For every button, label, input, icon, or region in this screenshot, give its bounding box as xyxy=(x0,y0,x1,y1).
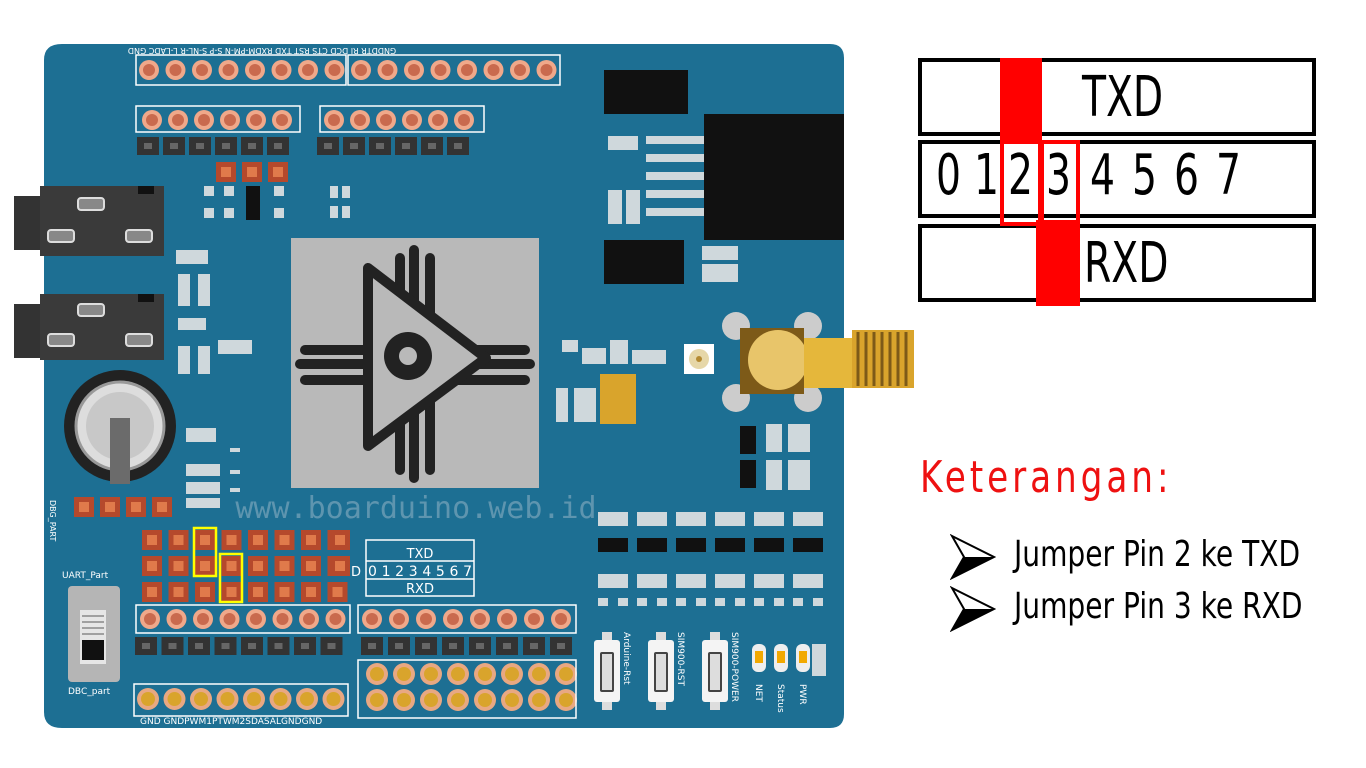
power-header-box xyxy=(133,683,349,717)
pin-0: 0 xyxy=(936,143,961,208)
battery-holder xyxy=(64,370,176,484)
smd-diode xyxy=(598,538,628,552)
black-smd xyxy=(246,186,260,220)
header-row-left xyxy=(135,105,301,133)
pin-5: 5 xyxy=(1132,143,1157,208)
legend-item-2-text: Jumper Pin 3 ke RXD xyxy=(1014,586,1303,627)
jumper-table-txd: TXD xyxy=(1082,65,1164,130)
jumper-table-pin-row xyxy=(918,140,1316,218)
sim-module xyxy=(704,114,844,240)
legend-title: Keterangan: xyxy=(920,452,1173,503)
smd-resistor xyxy=(754,574,784,588)
smd-resistor xyxy=(754,512,784,526)
smd-diode xyxy=(637,538,667,552)
smd-diode xyxy=(676,538,706,552)
silk-txd: TXD xyxy=(406,547,434,562)
smd-resistor xyxy=(598,512,628,526)
pin-6: 6 xyxy=(1174,143,1199,208)
smd-resistor xyxy=(793,574,823,588)
tantalum-cap xyxy=(600,374,636,424)
rxd-link-bar xyxy=(1036,220,1080,306)
led-label: PWR xyxy=(797,684,807,705)
jumper-table: TXD RXD 0 1 2 3 4 5 6 7 xyxy=(918,58,1320,306)
pin-3: 3 xyxy=(1046,143,1071,208)
tact-button-label: SIM900-POWER xyxy=(729,632,739,702)
silk-table xyxy=(365,539,475,597)
smd-resistor xyxy=(598,574,628,588)
arrowhead-icon xyxy=(950,534,996,580)
top-header-left xyxy=(135,54,347,86)
smd-resistor xyxy=(637,574,667,588)
watermark: www.boarduino.web.id xyxy=(235,491,596,526)
bottom-header-label: GND GNDPWM1PTWM2SDASALGNDGND xyxy=(140,717,322,727)
smd-resistor xyxy=(676,512,706,526)
arrowhead-icon xyxy=(950,586,996,632)
jumper-table-rxd: RXD xyxy=(1084,231,1169,296)
dbc-label: DBC_part xyxy=(68,687,111,697)
icsp-box xyxy=(357,659,577,719)
silk-rxd: RXD xyxy=(406,582,434,597)
top-header-label: GNDDTR RI DCD CTS RST TXD RXDM-PM-N S-P … xyxy=(128,46,396,55)
top-header-right xyxy=(347,54,561,86)
led-label: NET xyxy=(753,684,763,702)
smd-diode xyxy=(754,538,784,552)
jumper-highlight-txd xyxy=(192,526,218,578)
smd-diode xyxy=(715,538,745,552)
tact-button-label: Arduine-Rst xyxy=(621,632,631,685)
pin-1: 1 xyxy=(974,143,999,208)
smd-resistor xyxy=(676,574,706,588)
smd-resistor xyxy=(637,512,667,526)
pin-4: 4 xyxy=(1090,143,1115,208)
legend-item-1-text: Jumper Pin 2 ke TXD xyxy=(1014,534,1301,575)
led-label: Status xyxy=(775,684,785,713)
smd-cluster-left xyxy=(176,186,350,508)
sma-connector xyxy=(722,312,914,412)
smd-diode xyxy=(793,538,823,552)
bottom-header-left xyxy=(135,604,351,634)
tact-button-label: SIM900-RST xyxy=(675,632,685,687)
smd-resistor xyxy=(793,512,823,526)
jumper-table-txd-row xyxy=(918,58,1316,136)
silk-d: D xyxy=(351,565,361,580)
jumper-table-rxd-row xyxy=(918,224,1316,302)
pin-7: 7 xyxy=(1216,143,1241,208)
pin3-box xyxy=(1040,140,1080,226)
smd-resistor xyxy=(715,574,745,588)
uart-label: UART_Part xyxy=(62,571,109,581)
smd-resistor xyxy=(715,512,745,526)
audio-jack-2 xyxy=(14,294,164,360)
header-row-right xyxy=(319,105,485,133)
bottom-header-right xyxy=(357,604,577,634)
audio-jack-1 xyxy=(14,186,164,256)
dbg-label: DBG_PART xyxy=(48,500,57,541)
pin-2: 2 xyxy=(1008,143,1033,208)
txd-link-bar xyxy=(1000,58,1042,144)
jumper-highlight-rxd xyxy=(218,552,244,604)
